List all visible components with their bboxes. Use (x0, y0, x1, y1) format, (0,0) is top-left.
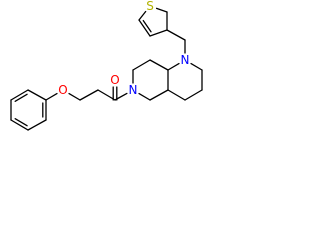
bond-b2-b3-inner (14, 118, 28, 127)
bond-r5-N1 (138, 92, 151, 101)
bond-r3-N2 (167, 62, 180, 71)
bond-t3-t4 (138, 19, 151, 37)
sulfur-thiophene-atom: S (146, 0, 154, 13)
bond-t3-t4-inner (142, 19, 152, 33)
bond-r2-r3 (149, 59, 169, 71)
bond-layer (10, 7, 203, 131)
bond-b5-b6 (27, 89, 47, 101)
bond-c2-c3 (97, 89, 116, 101)
bond-S-t3 (138, 10, 147, 21)
bond-b1-b2 (27, 119, 47, 131)
bond-c3-N1 (114, 92, 128, 101)
bond-N2-s1 (190, 62, 203, 71)
bond-r4-r5 (149, 89, 169, 101)
nitrogen-amide-atom: N (129, 83, 138, 97)
bond-b2-b3 (10, 119, 29, 131)
bond-c1-c2 (79, 89, 99, 101)
bond-b6-O1 (45, 92, 58, 101)
bond-b4-b5 (10, 89, 29, 101)
bond-t2-S (155, 7, 168, 13)
bond-b4-b5-inner (14, 93, 28, 102)
bond-O1-c1 (68, 92, 81, 101)
oxygen-carbonyl-atom: O (110, 73, 119, 87)
nitrogen-amine-atom: N (181, 53, 190, 67)
bond-r1-r2 (132, 59, 151, 71)
bond-m1-t1 (166, 29, 186, 41)
bond-t4-t1 (149, 29, 168, 37)
bond-s3-r4 (167, 89, 186, 101)
oxygen-ether-atom: O (58, 83, 67, 97)
bond-s2-s3 (184, 89, 203, 101)
